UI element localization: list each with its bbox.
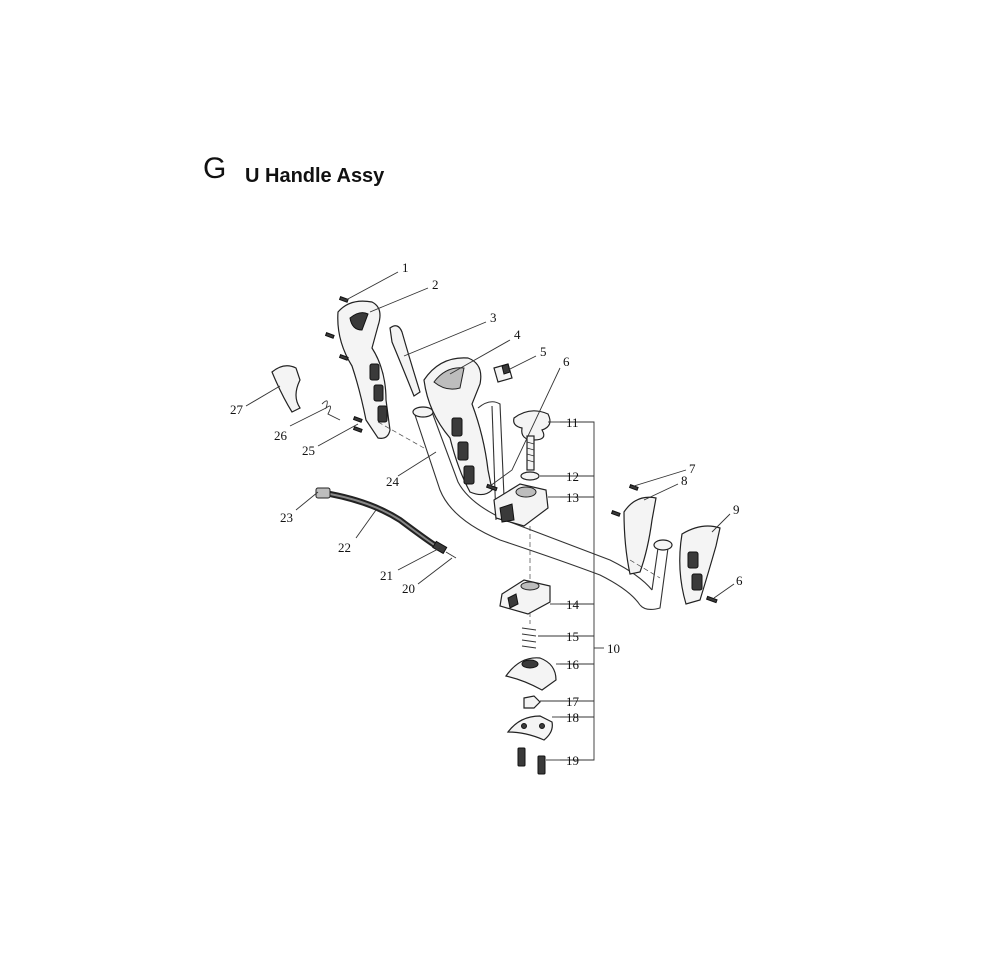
callout-1: 1	[402, 260, 409, 275]
clamp-knob	[513, 410, 551, 471]
stop-switch	[493, 363, 513, 383]
left-grip-housing	[337, 300, 391, 439]
callout-24: 24	[386, 474, 400, 489]
callout-26: 26	[274, 428, 288, 443]
callout-19: 19	[566, 753, 579, 768]
callout-labels: 1 2 3 4 5 6 6 7 8 9 10 11 12 13 14 15 16…	[230, 260, 743, 768]
callout-10: 10	[607, 641, 620, 656]
callout-20: 20	[402, 581, 415, 596]
throttle-trigger	[389, 325, 421, 397]
lower-clamp	[499, 579, 551, 615]
throttle-lockout	[271, 365, 341, 421]
callout-6-top: 6	[563, 354, 570, 369]
section-letter: G	[203, 152, 227, 185]
callout-14: 14	[566, 597, 580, 612]
upper-clamp	[493, 483, 549, 527]
callout-5: 5	[540, 344, 547, 359]
leader-lines	[245, 271, 735, 761]
callout-25: 25	[302, 443, 315, 458]
callout-21: 21	[380, 568, 393, 583]
callout-16: 16	[566, 657, 580, 672]
callout-12: 12	[566, 469, 579, 484]
callout-6-right: 6	[736, 573, 743, 588]
callout-2: 2	[432, 277, 439, 292]
callout-27: 27	[230, 402, 244, 417]
callout-18: 18	[566, 710, 579, 725]
callout-22: 22	[338, 540, 351, 555]
clamp-spring	[521, 627, 537, 649]
right-hand-grip	[623, 496, 721, 605]
callout-7: 7	[689, 461, 696, 476]
callout-13: 13	[566, 490, 579, 505]
callout-3: 3	[490, 310, 497, 325]
callout-23: 23	[280, 510, 293, 525]
callout-15: 15	[566, 629, 579, 644]
callout-4: 4	[514, 327, 521, 342]
callout-11: 11	[566, 415, 579, 430]
hex-nut	[523, 695, 541, 709]
callout-9: 9	[733, 502, 740, 517]
callout-8: 8	[681, 473, 688, 488]
bottom-plate	[506, 715, 553, 741]
group-bracket	[560, 421, 604, 761]
throttle-cable	[315, 487, 457, 559]
clamp-base	[504, 657, 557, 691]
section-title: U Handle Assy	[245, 165, 385, 187]
washer	[520, 471, 540, 481]
right-grip-housing	[423, 357, 493, 496]
callout-17: 17	[566, 694, 580, 709]
screws	[324, 296, 718, 775]
